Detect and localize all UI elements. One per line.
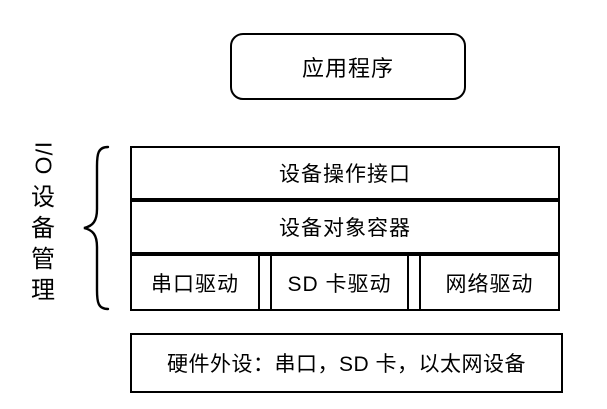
network-driver-cell: 网络驱动 (419, 256, 558, 309)
driver-row: 串口驱动 SD 卡驱动 网络驱动 (130, 254, 560, 311)
sd-card-driver-cell: SD 卡驱动 (270, 256, 409, 309)
io-rotated-text: I/O (30, 141, 57, 176)
io-management-label: I/O 设 备 管 理 (18, 139, 68, 319)
serial-driver-cell: 串口驱动 (132, 256, 260, 309)
application-box: 应用程序 (230, 33, 466, 100)
device-object-container-label: 设备对象容器 (279, 217, 411, 240)
device-object-container-row: 设备对象容器 (130, 200, 560, 254)
device-operation-interface-label: 设备操作接口 (279, 163, 411, 186)
io-label-char: 设 (31, 184, 55, 211)
hardware-peripherals-label: 硬件外设：串口，SD 卡，以太网设备 (166, 353, 526, 376)
network-driver-label: 网络驱动 (445, 272, 534, 296)
curly-brace-icon (83, 145, 110, 311)
hardware-peripherals-box: 硬件外设：串口，SD 卡，以太网设备 (130, 333, 563, 393)
serial-driver-label: 串口驱动 (151, 272, 239, 296)
device-operation-interface-row: 设备操作接口 (130, 146, 560, 200)
application-box-label: 应用程序 (301, 55, 394, 81)
sd-card-driver-label: SD 卡驱动 (287, 272, 392, 296)
io-label-char: 管 (31, 246, 55, 273)
io-label-char: 备 (31, 215, 55, 242)
io-label-char: 理 (31, 277, 55, 304)
